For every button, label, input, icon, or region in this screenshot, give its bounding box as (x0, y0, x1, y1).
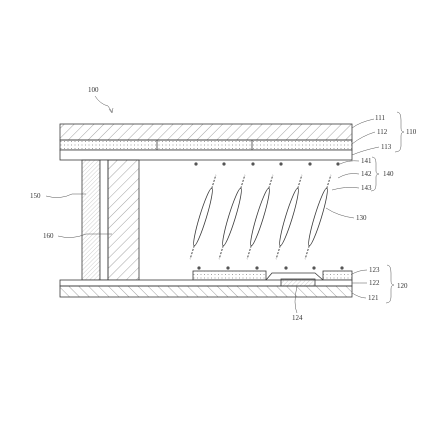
brace-110 (394, 111, 405, 153)
leader-113 (351, 146, 380, 156)
lc-molecule (304, 174, 332, 260)
label-111: 111 (375, 114, 385, 122)
electrode-124 (280, 278, 316, 287)
leader-160 (57, 233, 112, 238)
brace-140 (370, 156, 380, 192)
lc-molecule (275, 174, 303, 260)
upper-layer-113 (59, 149, 353, 161)
label-150: 150 (30, 192, 41, 200)
spacer-150-mid (99, 159, 109, 281)
label-110: 110 (406, 128, 417, 136)
lower-layer-123-a (192, 270, 267, 281)
leader-142 (337, 173, 360, 179)
leader-141 (339, 160, 360, 165)
label-143: 143 (361, 184, 372, 192)
label-120: 120 (397, 282, 408, 290)
leader-121 (351, 292, 367, 299)
lc-molecule (218, 174, 246, 260)
label-124: 124 (292, 314, 303, 322)
leader-124 (294, 285, 298, 314)
leader-143 (331, 187, 360, 191)
lower-layer-123-step (265, 272, 324, 281)
device-label: 100 (88, 86, 99, 94)
leader-150 (45, 193, 86, 198)
lc-molecules (189, 174, 332, 260)
lc-anchor-dots (194, 162, 344, 270)
leader-123 (351, 269, 368, 275)
label-122: 122 (369, 279, 380, 287)
spacer-150-outer (81, 159, 101, 281)
lc-molecule (246, 174, 274, 260)
label-123: 123 (369, 266, 380, 274)
label-141: 141 (361, 157, 372, 165)
lower-layer-123-b (322, 270, 353, 281)
lc-molecule (189, 174, 217, 260)
brace-120 (385, 264, 395, 304)
label-142: 142 (361, 170, 372, 178)
leader-130 (325, 207, 355, 219)
label-113: 113 (381, 143, 392, 151)
label-130: 130 (356, 214, 367, 222)
upper-layer-112 (59, 139, 353, 151)
label-140: 140 (383, 170, 394, 178)
label-160: 160 (43, 232, 54, 240)
spacer-160-inner (107, 159, 140, 281)
leader-111 (351, 118, 375, 129)
lower-substrate-121 (59, 285, 353, 298)
label-112: 112 (377, 128, 388, 136)
device-leader (94, 95, 113, 113)
device-arrow (108, 107, 114, 114)
upper-substrate-111 (59, 123, 353, 141)
label-121: 121 (368, 294, 379, 302)
leader-112 (351, 131, 376, 145)
